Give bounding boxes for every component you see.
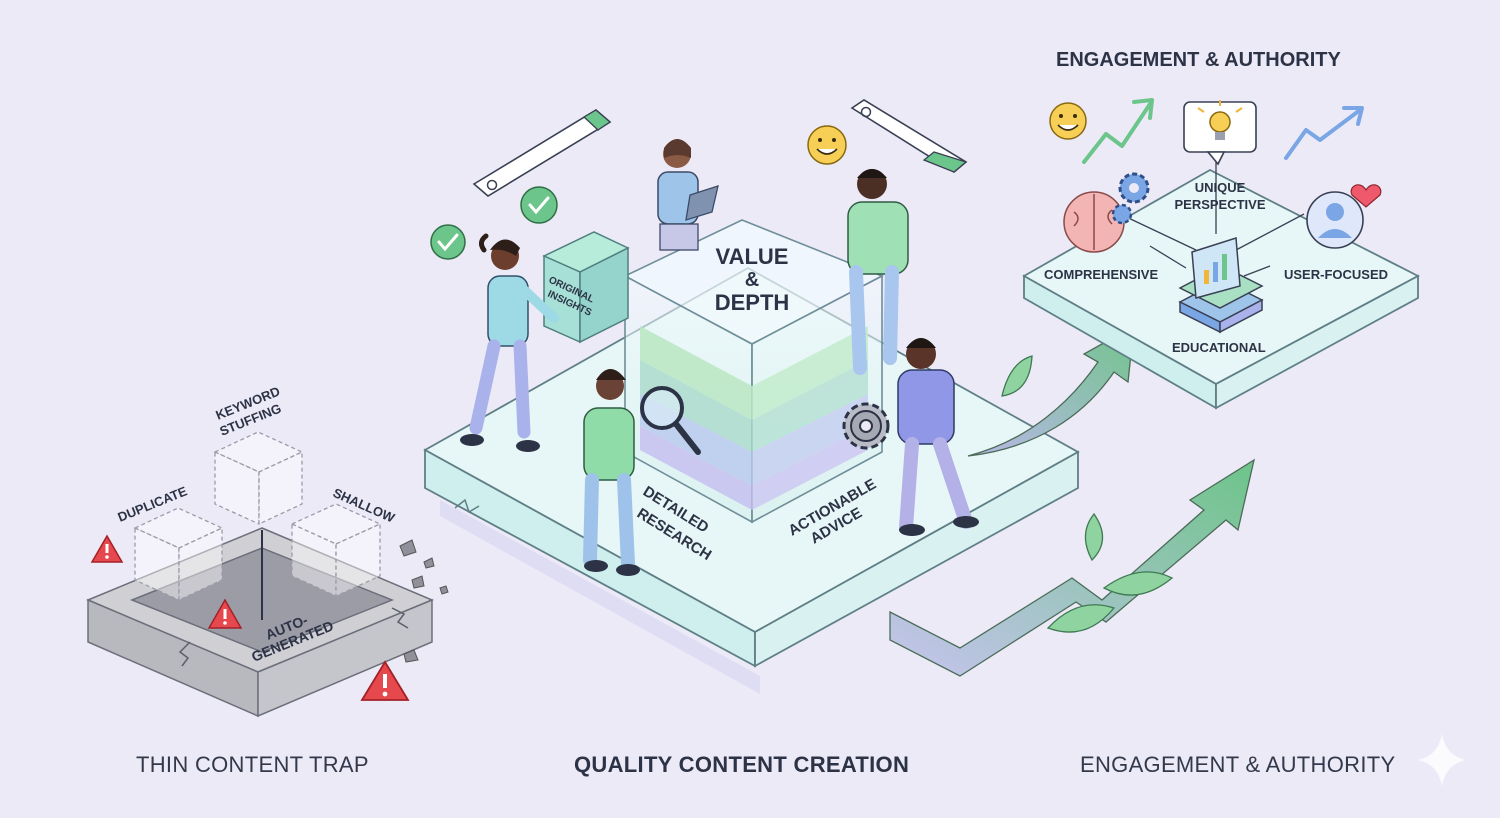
trend-arrow-icon [1082,98,1154,164]
trend-arrow-icon [1284,106,1364,160]
caption-thin-content: THIN CONTENT TRAP [136,752,369,777]
thin-content-platform [86,527,434,718]
engagement-title: ENGAGEMENT & AUTHORITY [1056,49,1341,71]
ghost-cubes [133,431,382,602]
warning-icon [207,598,243,629]
growth-arrow-lower [889,458,1255,677]
broken-debris [399,539,449,663]
search-bar-icon [850,99,968,173]
magnifier-icon [640,386,701,455]
search-bar-icon [472,109,612,197]
caption-engagement: ENGAGEMENT & AUTHORITY [1080,752,1396,777]
cube-label-value: VALUE [716,244,789,269]
person-holding-box [460,233,559,452]
person-green-shirt [847,169,909,375]
brain-gear-icon [1063,172,1150,253]
books-chart-icon [1178,237,1264,334]
person-tablet [657,139,719,251]
warning-icon [90,534,124,563]
leaf-icon [1001,355,1174,633]
caption-quality-content: QUALITY CONTENT CREATION [574,752,910,777]
sparkle-icon [1418,734,1466,786]
gear-icon [842,402,890,450]
cube-label-amp: & [745,269,759,291]
check-icon [520,186,558,224]
original-insights-box [542,231,630,344]
label-user-focused: USER-FOCUSED [1284,267,1388,282]
label-comprehensive: COMPREHENSIVE [1044,267,1158,282]
smiley-icon [1049,102,1087,140]
person-magnifier [583,369,640,576]
person-gear [897,338,979,536]
lightbulb-icon [1183,100,1257,166]
value-depth-cube [623,219,884,524]
check-icon [430,224,466,260]
smiley-icon [807,125,847,165]
label-educational: EDUCATIONAL [1172,340,1266,355]
cube-label-depth: DEPTH [715,290,790,315]
user-heart-icon [1306,184,1382,249]
label-unique-2: PERSPECTIVE [1174,197,1265,212]
label-unique-1: UNIQUE [1195,180,1246,195]
warning-icon [360,660,410,701]
